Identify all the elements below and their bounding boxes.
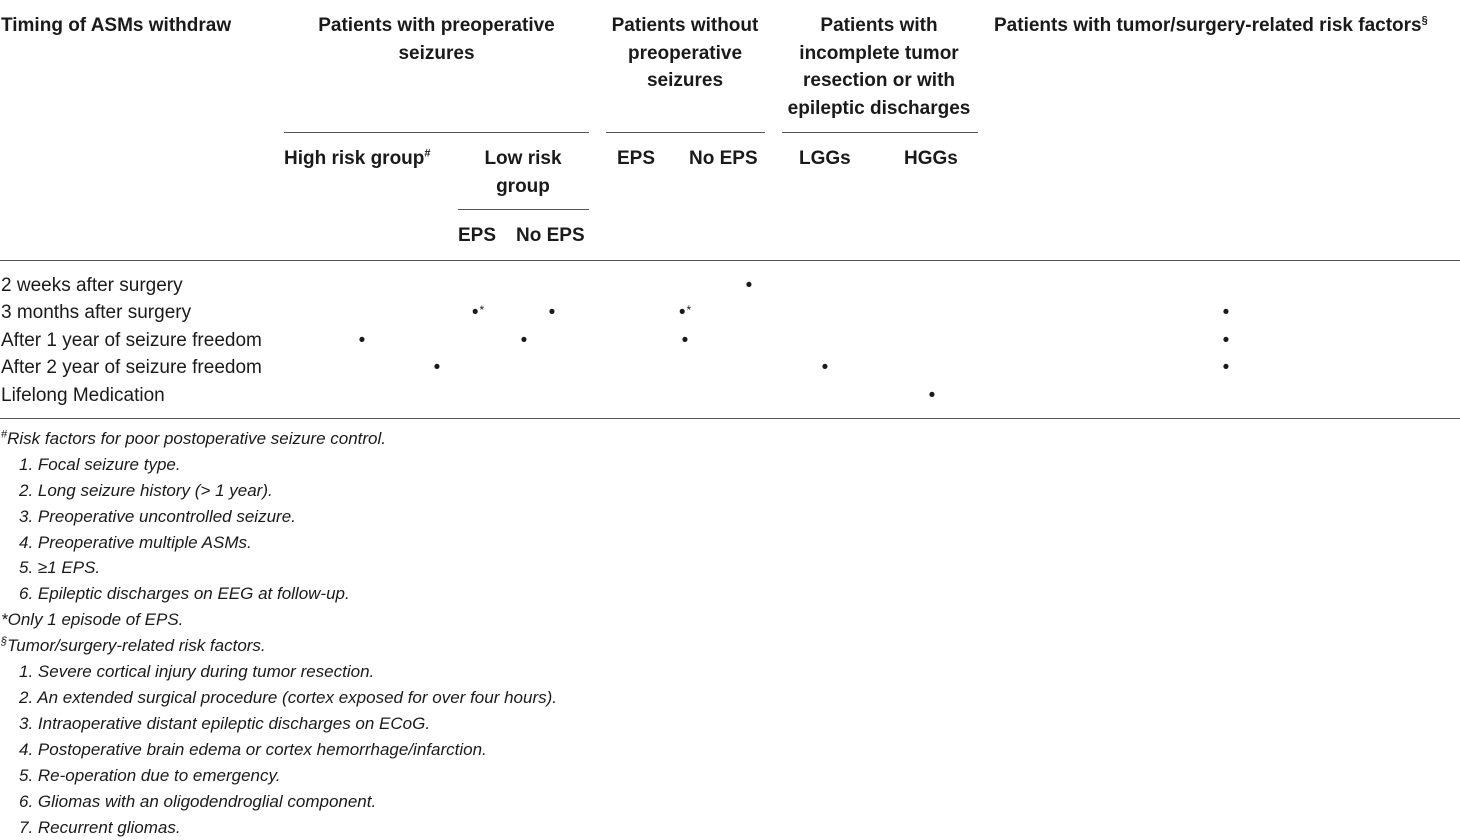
header-incomplete-resection: Patients with incomplete tumor resection… [787, 15, 971, 119]
row-label-2-year: After 2 year of seizure freedom [1, 357, 262, 378]
header-without-preoperative-seizures: Patients without preoperative seizures [611, 15, 759, 91]
footnote-hash-item: 3. Preoperative uncontrolled seizure. [19, 507, 296, 526]
header-low-risk: Low risk group [484, 148, 562, 197]
mark-dot: • [681, 330, 689, 351]
footnote-hash-title: #Risk factors for poor postoperative sei… [1, 428, 387, 448]
underline-low-risk [458, 209, 589, 210]
header-preoperative-seizures: Patients with preoperative seizures [318, 15, 555, 64]
mark-dot: • [358, 330, 366, 351]
footnote-hash-item: 5. ≥1 EPS. [19, 558, 101, 577]
footnote-asterisk: *Only 1 episode of EPS. [1, 610, 184, 629]
mark-dot: • [1222, 302, 1230, 323]
mark-dot: • [433, 357, 441, 378]
footnote-section-item: 5. Re-operation due to emergency. [19, 766, 281, 785]
footnote-section-item: 1. Severe cortical injury during tumor r… [19, 662, 375, 681]
footnote-hash-item: 6. Epileptic discharges on EEG at follow… [19, 584, 350, 603]
row-label-3-months: 3 months after surgery [1, 302, 192, 323]
row-label-lifelong: Lifelong Medication [1, 385, 165, 406]
header-high-risk: High risk group# [284, 147, 431, 169]
header-no-eps-without: No EPS [689, 148, 758, 169]
footnote-hash-item: 4. Preoperative multiple ASMs. [19, 533, 252, 552]
mark-dot: •* [678, 302, 692, 323]
footnote-section-item: 4. Postoperative brain edema or cortex h… [19, 740, 487, 759]
header-risk-factors: Patients with tumor/surgery-related risk… [994, 14, 1428, 36]
underline-without [606, 132, 765, 133]
mark-dot: •* [471, 302, 485, 323]
mark-dot: • [821, 357, 829, 378]
footnote-section-title: §Tumor/surgery-related risk factors. [1, 635, 266, 655]
mark-dot: • [928, 385, 936, 406]
footnote-section-item: 2. An extended surgical procedure (corte… [19, 688, 557, 707]
mark-dot: • [1222, 357, 1230, 378]
header-timing: Timing of ASMs withdraw [1, 15, 232, 36]
table-bottom-rule [0, 418, 1460, 419]
hash-mark: # [424, 147, 431, 160]
underline-incomplete [782, 132, 978, 133]
mark-dot: • [520, 330, 528, 351]
footnote-section-item: 7. Recurrent gliomas. [19, 818, 181, 837]
section-mark: § [1421, 14, 1428, 27]
footnote-section-item: 3. Intraoperative distant epileptic disc… [19, 714, 431, 733]
row-label-1-year: After 1 year of seizure freedom [1, 330, 262, 351]
mark-dot: • [745, 275, 753, 296]
header-bottom-rule [0, 260, 1460, 261]
footnote-section-item: 6. Gliomas with an oligodendroglial comp… [19, 792, 377, 811]
header-hggs: HGGs [904, 148, 958, 169]
mark-dot: • [548, 302, 556, 323]
mark-dot: • [1222, 330, 1230, 351]
header-lggs: LGGs [799, 148, 851, 169]
header-eps-low: EPS [458, 225, 497, 246]
header-no-eps-low: No EPS [516, 225, 585, 246]
row-label-2-weeks: 2 weeks after surgery [1, 275, 183, 296]
header-eps-without: EPS [617, 148, 656, 169]
footnote-hash-item: 2. Long seizure history (> 1 year). [19, 481, 273, 500]
underline-preoperative [284, 132, 589, 133]
footnote-hash-item: 1. Focal seizure type. [19, 455, 181, 474]
